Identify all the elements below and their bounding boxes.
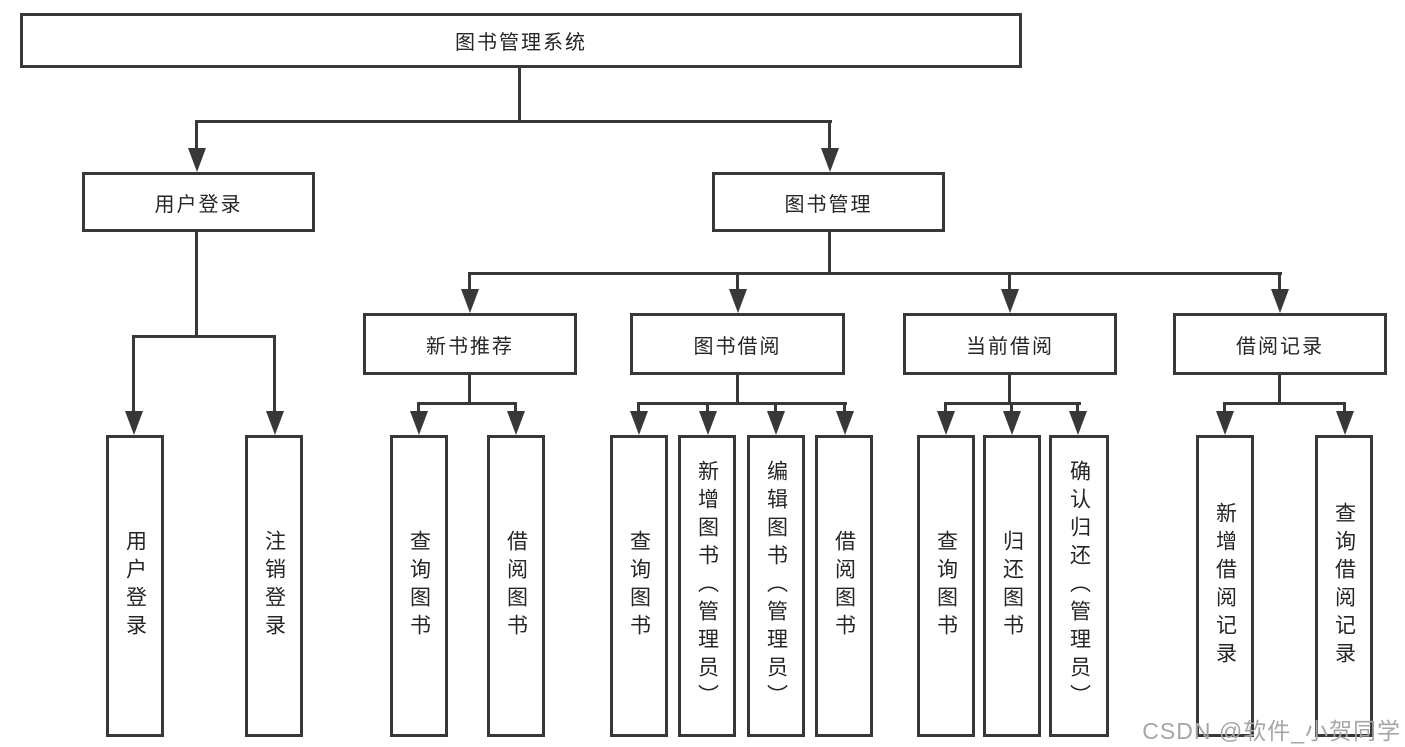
arrowhead-down-icon [461, 289, 479, 313]
node-new-book-recommend: 新书推荐 [363, 313, 577, 375]
arrowhead-down-icon [1003, 411, 1021, 435]
node-book-borrow-label: 图书借阅 [693, 335, 782, 358]
node-book-management-label: 图书管理 [784, 193, 873, 216]
arrowhead-down-icon [125, 411, 143, 435]
connector-line [468, 272, 471, 292]
leaf-logout: 注销登录 [245, 435, 303, 737]
leaf-query-books-current: 查询图书 [917, 435, 975, 737]
connector-line [1343, 402, 1346, 415]
leaf-confirm-return-admin-label: 确认归还（管理员） [1067, 460, 1091, 712]
connector-line [774, 402, 777, 415]
leaf-query-books-borrow-label: 查询图书 [627, 530, 651, 642]
arrowhead-down-icon [1271, 289, 1289, 313]
node-library-system: 图书管理系统 [20, 13, 1022, 68]
connector-line [196, 120, 832, 123]
arrowhead-down-icon [630, 411, 648, 435]
leaf-borrow-books-recommend: 借阅图书 [487, 435, 545, 737]
node-borrow-records: 借阅记录 [1173, 313, 1387, 375]
arrowhead-down-icon [729, 289, 747, 313]
connector-line [273, 335, 276, 415]
connector-line [514, 402, 517, 415]
connector-line [195, 232, 198, 335]
arrowhead-down-icon [767, 411, 785, 435]
connector-line [417, 402, 517, 405]
arrowhead-down-icon [1001, 289, 1019, 313]
connector-line [195, 120, 198, 152]
leaf-edit-books-admin: 编辑图书（管理员） [747, 435, 805, 737]
leaf-query-books-recommend-label: 查询图书 [407, 530, 431, 642]
connector-line [1008, 375, 1011, 402]
connector-line [132, 335, 135, 415]
node-book-management: 图书管理 [712, 172, 945, 232]
arrowhead-down-icon [507, 411, 525, 435]
leaf-logout-label: 注销登录 [262, 530, 286, 642]
arrowhead-down-icon [266, 411, 284, 435]
leaf-user-login: 用户登录 [106, 435, 164, 737]
arrowhead-down-icon [699, 411, 717, 435]
leaf-user-login-label: 用户登录 [123, 530, 147, 642]
leaf-return-books: 归还图书 [983, 435, 1041, 737]
connector-line [1223, 402, 1226, 415]
node-book-borrow: 图书借阅 [630, 313, 845, 375]
connector-line [736, 375, 739, 402]
arrowhead-down-icon [1336, 411, 1354, 435]
leaf-query-books-current-label: 查询图书 [934, 530, 958, 642]
node-new-book-recommend-label: 新书推荐 [426, 335, 514, 358]
leaf-query-books-recommend: 查询图书 [390, 435, 448, 737]
node-user-login: 用户登录 [82, 172, 315, 232]
connector-line [637, 402, 640, 415]
connector-line [828, 232, 831, 272]
arrowhead-down-icon [821, 148, 839, 172]
arrowhead-down-icon [410, 411, 428, 435]
connector-line [1223, 402, 1346, 405]
leaf-return-books-label: 归还图书 [1000, 530, 1024, 642]
leaf-add-books-admin-label: 新增图书（管理员） [695, 460, 719, 712]
connector-line [417, 402, 420, 415]
arrowhead-down-icon [1216, 411, 1234, 435]
node-current-borrow: 当前借阅 [903, 313, 1117, 375]
node-current-borrow-label: 当前借阅 [966, 335, 1054, 358]
connector-line [1008, 272, 1011, 292]
leaf-add-books-admin: 新增图书（管理员） [678, 435, 736, 737]
connector-line [843, 402, 846, 415]
connector-line [468, 375, 471, 402]
leaf-borrow-books-recommend-label: 借阅图书 [504, 530, 528, 642]
arrowhead-down-icon [836, 411, 854, 435]
connector-line [828, 120, 831, 152]
node-user-login-label: 用户登录 [154, 193, 243, 216]
connector-line [944, 402, 947, 415]
connector-line [1010, 402, 1013, 415]
arrowhead-down-icon [188, 148, 206, 172]
connector-line [1278, 272, 1281, 292]
arrowhead-down-icon [937, 411, 955, 435]
node-borrow-records-label: 借阅记录 [1236, 335, 1324, 358]
leaf-edit-books-admin-label: 编辑图书（管理员） [764, 460, 788, 712]
connector-line [706, 402, 709, 415]
connector-line [637, 402, 847, 405]
csdn-watermark: CSDN @软件_小贺同学 [1142, 718, 1401, 744]
leaf-add-borrow-record: 新增借阅记录 [1196, 435, 1254, 737]
leaf-add-borrow-record-label: 新增借阅记录 [1213, 502, 1237, 670]
node-library-system-label: 图书管理系统 [455, 32, 587, 54]
leaf-query-borrow-record: 查询借阅记录 [1315, 435, 1373, 737]
connector-line [518, 68, 521, 120]
leaf-borrow-books-label: 借阅图书 [832, 530, 856, 642]
connector-line [468, 272, 1282, 275]
arrowhead-down-icon [1069, 411, 1087, 435]
leaf-borrow-books: 借阅图书 [815, 435, 873, 737]
connector-line [736, 272, 739, 292]
connector-line [1278, 375, 1281, 402]
leaf-confirm-return-admin: 确认归还（管理员） [1049, 435, 1109, 737]
leaf-query-borrow-record-label: 查询借阅记录 [1332, 502, 1356, 670]
connector-line [132, 335, 276, 338]
leaf-query-books-borrow: 查询图书 [610, 435, 668, 737]
connector-line [1076, 402, 1079, 415]
